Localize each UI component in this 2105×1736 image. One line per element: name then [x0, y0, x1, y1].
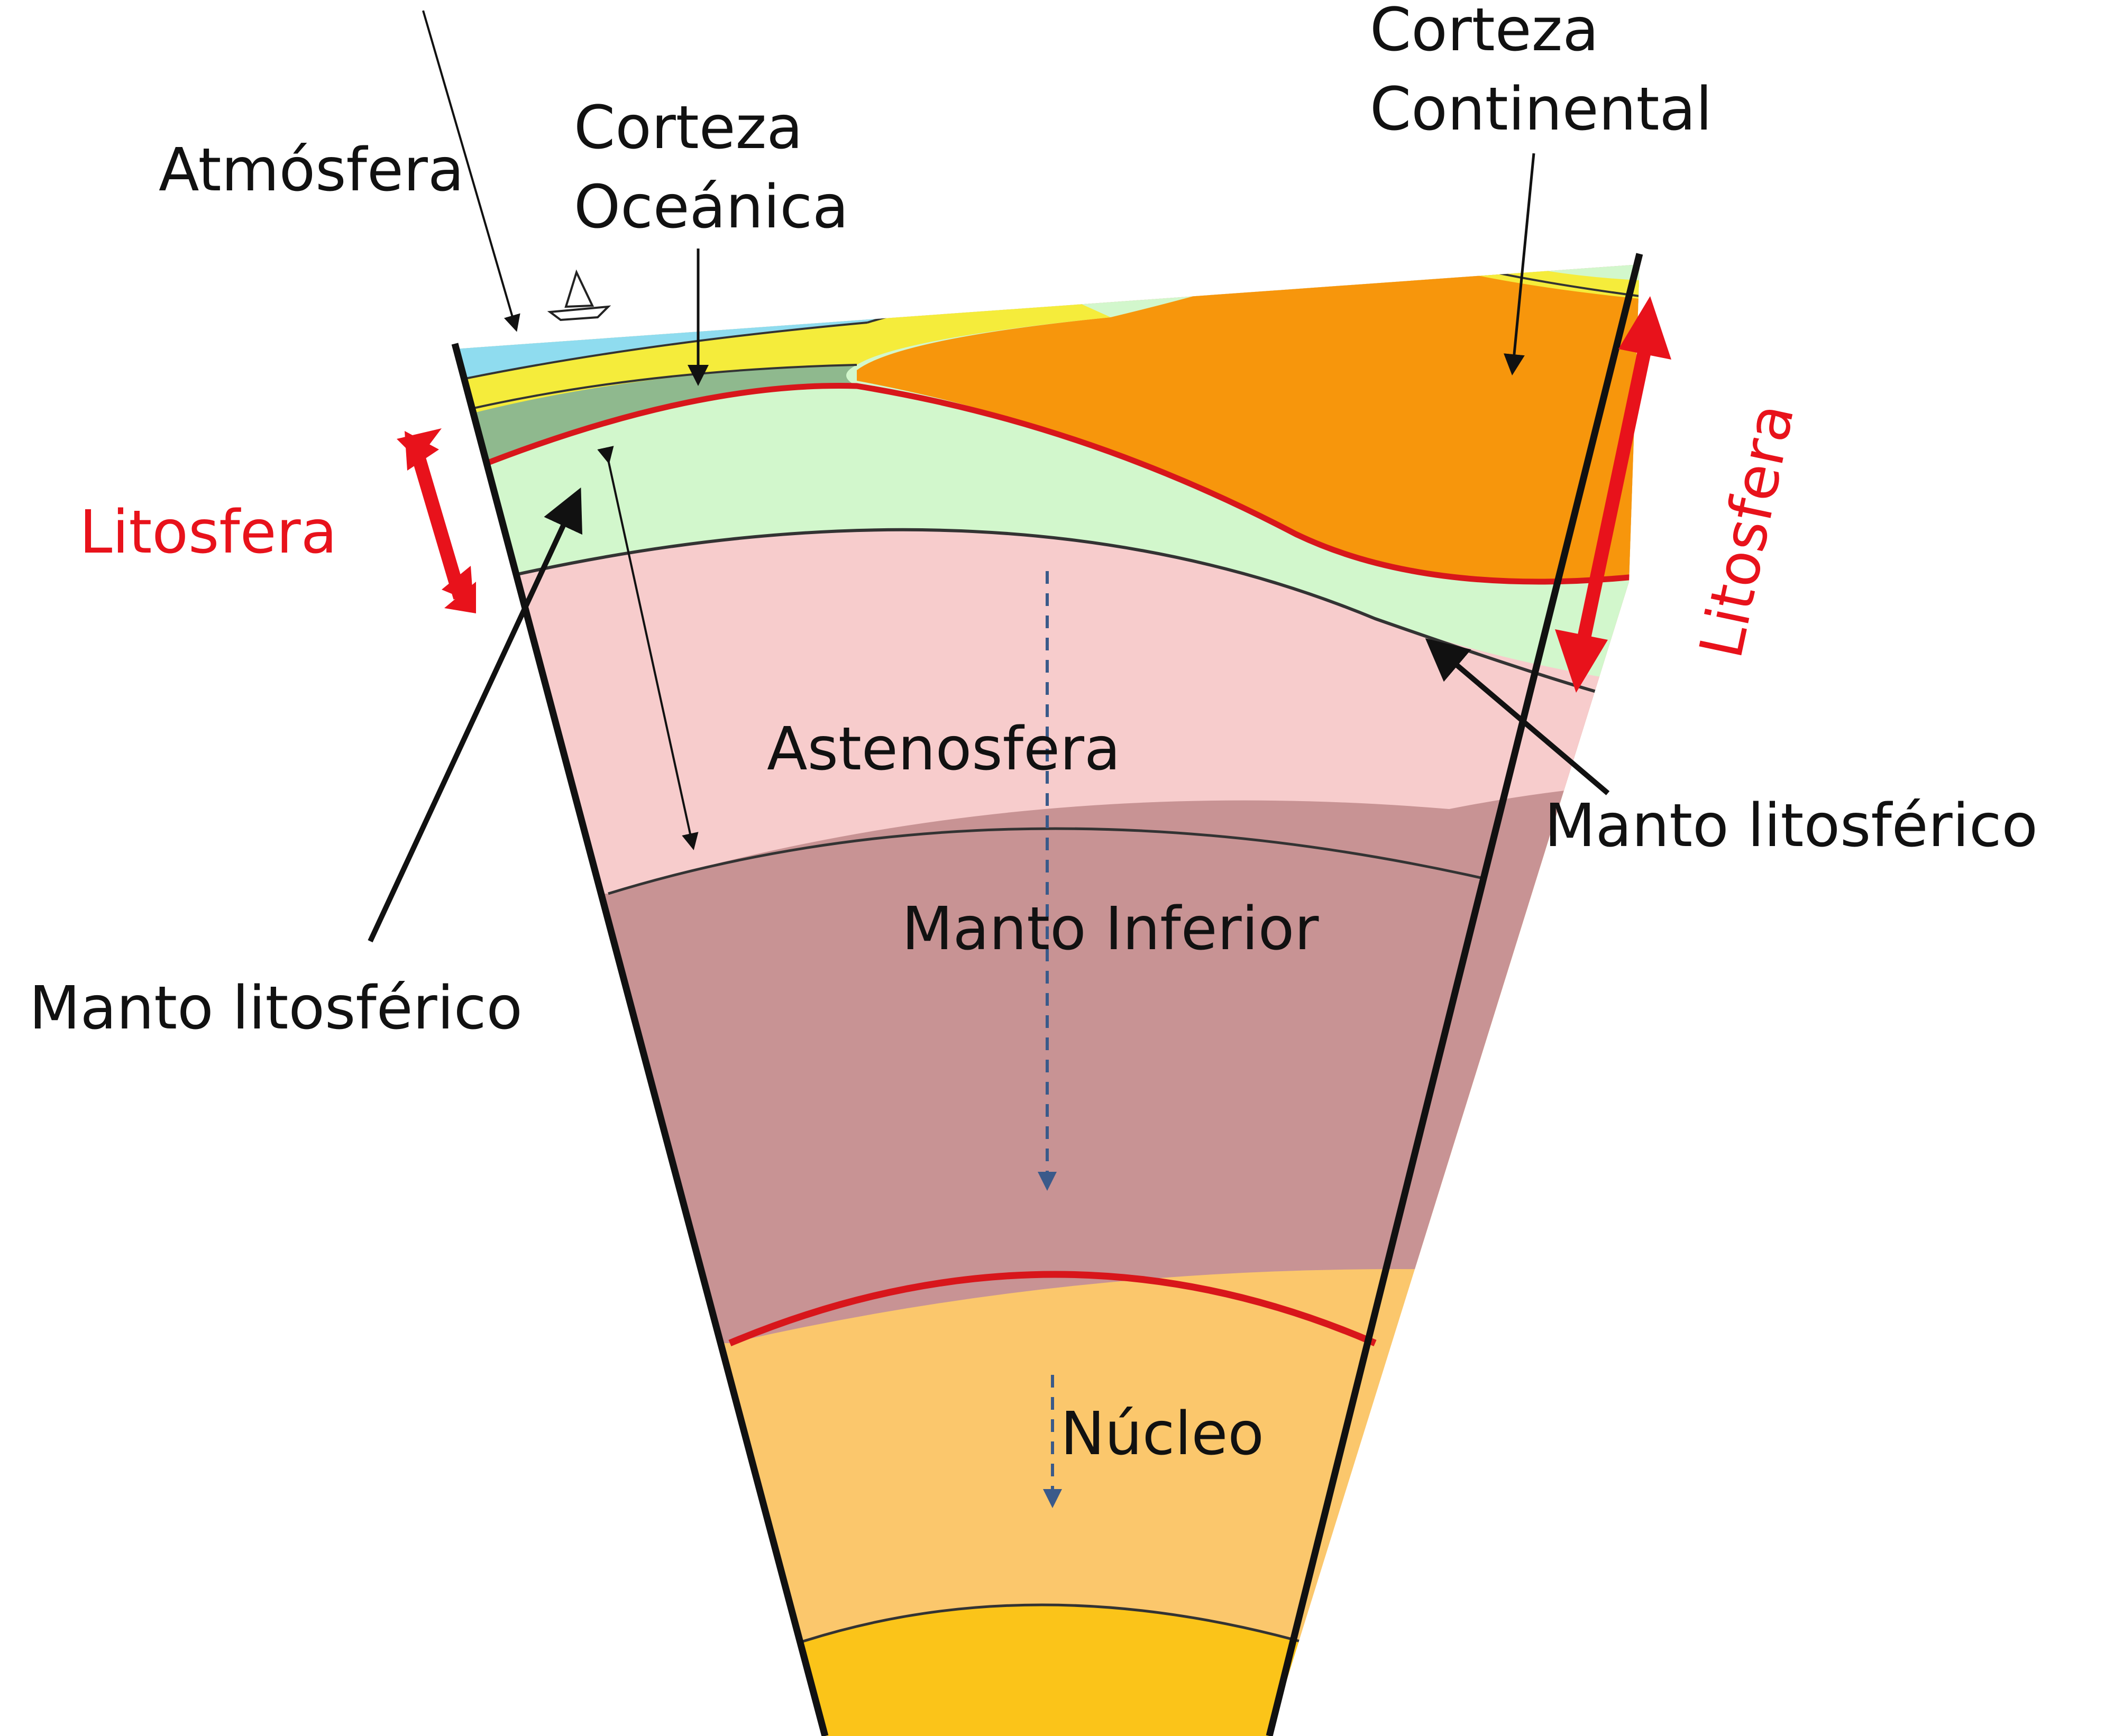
label-corteza-continental-line2: Continental	[1370, 75, 1712, 144]
litosfera-right-double-arrow	[1555, 296, 1671, 693]
label-litosfera-left: Litosfera	[79, 498, 337, 567]
moho-boundary	[455, 383, 1640, 585]
label-litosfera-right: Litosfera	[1687, 398, 1807, 664]
label-nucleo: Núcleo	[1060, 1400, 1264, 1468]
sediment-layer	[455, 293, 1111, 418]
asthenosphere-base-boundary	[608, 827, 1481, 895]
manto-litosferico-left-pointer	[368, 487, 583, 943]
core-mantle-boundary	[728, 1271, 1377, 1346]
oceanic-crust-line	[455, 364, 857, 414]
wedge-left-edge	[451, 343, 829, 1736]
continental-crust-layer	[857, 264, 1640, 582]
boat-icon	[547, 269, 611, 322]
inner-core-layer	[793, 1605, 1312, 1736]
label-corteza-oceanica-line2: Oceánica	[574, 173, 849, 242]
corteza-continental-pointer	[1504, 153, 1535, 375]
wedge-right-edge	[1266, 253, 1643, 1736]
ocean-floor-line	[455, 322, 868, 382]
label-astenosfera: Astenosfera	[767, 715, 1121, 784]
label-manto-inferior: Manto Inferior	[902, 895, 1319, 963]
litosfera-left-double-arrow	[397, 428, 476, 613]
label-manto-litosferico-left: Manto litosférico	[29, 974, 523, 1043]
inner-core-boundary	[793, 1603, 1312, 1646]
label-manto-litosferico-right: Manto litosférico	[1544, 792, 2038, 860]
label-atmosfera: Atmósfera	[159, 136, 464, 205]
atmosfera-pointer	[422, 10, 520, 332]
label-corteza-continental-line1: Corteza	[1370, 0, 1599, 65]
label-corteza-oceanica-line1: Corteza	[574, 94, 803, 162]
asthenosphere-depth-double-arrow	[597, 446, 699, 850]
sediment-layer-right	[1417, 264, 1640, 299]
manto-litosferico-right-pointer	[1425, 638, 1610, 795]
